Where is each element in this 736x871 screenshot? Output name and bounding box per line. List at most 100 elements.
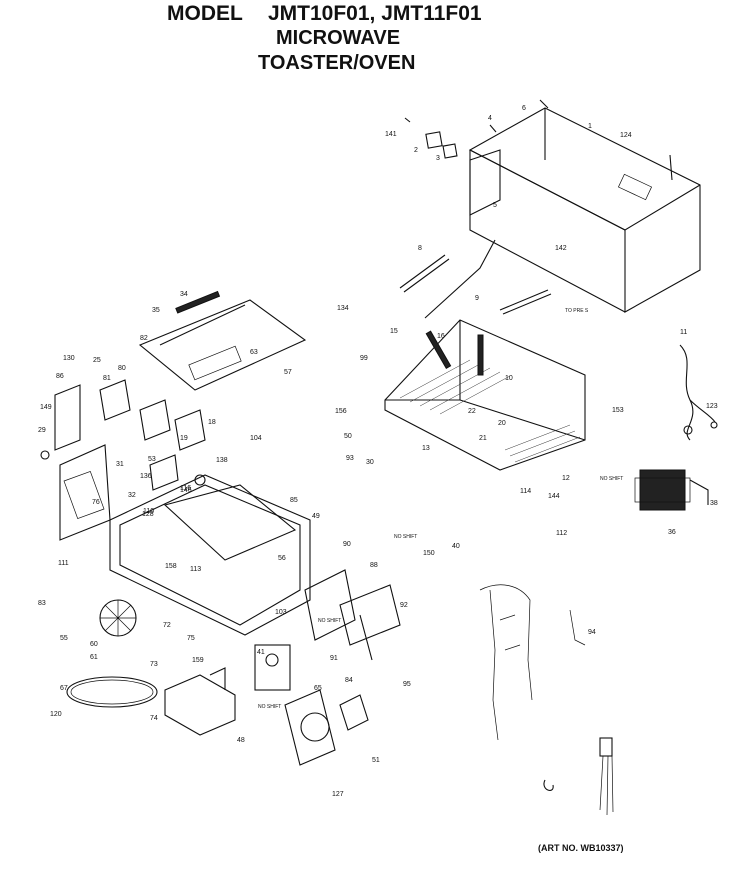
callout-80: 80 <box>118 365 126 372</box>
blower-fan-blade <box>339 694 369 731</box>
callout-75: 75 <box>187 635 195 642</box>
outer-cabinet <box>468 107 701 313</box>
callout-136: 136 <box>140 473 152 480</box>
callout-113: 113 <box>190 566 201 573</box>
callout-138: 138 <box>216 457 228 464</box>
callout-156: 156 <box>335 408 347 415</box>
callout-128: 128 <box>142 511 154 518</box>
callout-86: 86 <box>56 373 64 380</box>
callout-41: 41 <box>257 649 265 656</box>
callout-84: 84 <box>345 677 353 684</box>
callout-93: 93 <box>346 455 354 462</box>
callout-146: 146 <box>180 487 192 494</box>
callout-50: 50 <box>344 433 352 440</box>
callout-111: 111 <box>58 560 69 567</box>
callout-2: 2 <box>414 147 418 154</box>
callout-153: 153 <box>612 407 624 414</box>
callout-134: 134 <box>337 305 349 312</box>
wire-clip <box>543 779 554 791</box>
callout-74: 74 <box>150 715 158 722</box>
callout-149: 149 <box>40 404 52 411</box>
callout-150: 150 <box>423 550 435 557</box>
callout-53: 53 <box>148 456 156 463</box>
callout-76: 76 <box>92 499 100 506</box>
annotation-no-shift-1: NO SHIFT <box>600 476 623 482</box>
top-small-parts <box>404 99 673 181</box>
callout-141: 141 <box>385 131 397 138</box>
subtitle-microwave: MICROWAVE <box>276 27 401 49</box>
callout-158: 158 <box>165 563 177 570</box>
wire-connector <box>599 737 614 816</box>
callout-104: 104 <box>250 435 262 442</box>
callout-124: 124 <box>620 132 632 139</box>
callout-159: 159 <box>192 657 204 664</box>
callout-94: 94 <box>588 629 596 636</box>
callout-6: 6 <box>522 105 526 112</box>
callout-88: 88 <box>370 562 378 569</box>
power-cord <box>679 344 718 441</box>
callout-57: 57 <box>284 369 292 376</box>
callout-21: 21 <box>479 435 487 442</box>
callout-5: 5 <box>493 202 497 209</box>
callout-34: 34 <box>180 291 188 298</box>
fan-blade <box>99 599 137 637</box>
callout-31: 31 <box>116 461 124 468</box>
callout-114: 114 <box>520 488 531 495</box>
callout-123: 123 <box>706 403 718 410</box>
callout-25: 25 <box>93 357 101 364</box>
art-number: (ART NO. WB10337) <box>538 843 624 853</box>
callout-72: 72 <box>163 622 171 629</box>
callout-95: 95 <box>403 681 411 688</box>
callout-91: 91 <box>330 655 338 662</box>
support-rods <box>399 239 552 319</box>
callout-3: 3 <box>436 155 440 162</box>
callout-67: 67 <box>60 685 68 692</box>
callout-142: 142 <box>555 245 567 252</box>
callout-29: 29 <box>38 427 46 434</box>
callout-112: 112 <box>556 530 567 537</box>
callout-90: 90 <box>343 541 351 548</box>
callout-120: 120 <box>50 711 62 718</box>
annotation-no-shift-2: NO SHIFT <box>394 534 417 540</box>
annotation-no-shift-3: NO SHIFT <box>258 704 281 710</box>
callout-81: 81 <box>103 375 111 382</box>
waveguide-cover <box>138 290 307 391</box>
callout-10: 10 <box>505 375 513 382</box>
turntable-ring <box>66 676 158 708</box>
magnetron <box>254 644 291 691</box>
callout-110: 110 <box>143 508 154 515</box>
subtitle-toaster-oven: TOASTER/OVEN <box>258 52 416 74</box>
callout-12: 12 <box>562 475 570 482</box>
callout-4: 4 <box>488 115 492 122</box>
callout-127: 127 <box>332 791 344 798</box>
oven-cavity <box>384 319 586 471</box>
door-assembly <box>109 474 311 636</box>
wiring-harness-main <box>479 584 586 741</box>
callout-19: 19 <box>180 435 188 442</box>
relay-brackets <box>304 569 401 661</box>
callout-65: 65 <box>314 685 322 692</box>
callout-1: 1 <box>588 123 592 130</box>
model-label: MODEL <box>167 2 243 25</box>
callout-48: 48 <box>237 737 245 744</box>
annotation-to-pre-s: TO PRE S <box>565 308 589 314</box>
callout-38: 38 <box>710 500 718 507</box>
callout-15: 15 <box>390 328 398 335</box>
callout-99: 99 <box>360 355 368 362</box>
callout-32: 32 <box>128 492 136 499</box>
callout-8: 8 <box>418 245 422 252</box>
annotation-no-shift-4: NO SHIFT <box>318 618 341 624</box>
callout-35: 35 <box>152 307 160 314</box>
callout-30: 30 <box>366 459 374 466</box>
callout-9: 9 <box>475 295 479 302</box>
callout-60: 60 <box>90 641 98 648</box>
callout-11: 11 <box>680 329 687 336</box>
blower-motor <box>284 689 336 766</box>
callout-73: 73 <box>150 661 158 668</box>
callout-92: 92 <box>400 602 408 609</box>
callout-18: 18 <box>208 419 216 426</box>
callout-103: 103 <box>275 609 287 616</box>
transformer <box>634 469 709 511</box>
callout-63: 63 <box>250 349 258 356</box>
